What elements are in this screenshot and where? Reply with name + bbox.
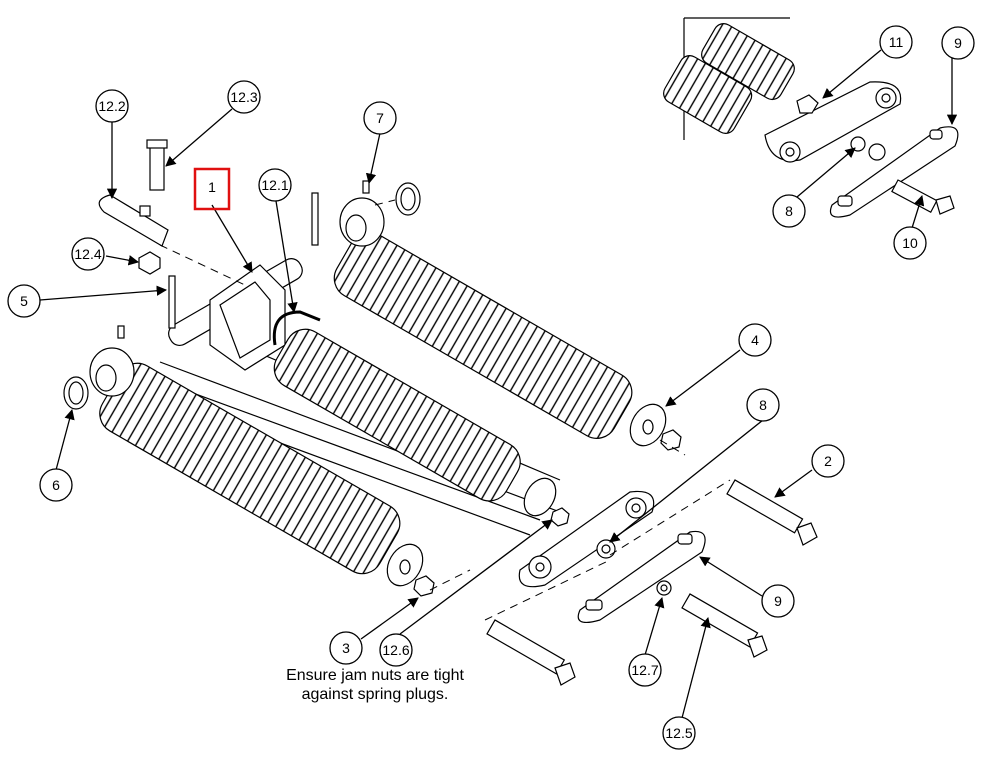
highlight-box	[193, 167, 231, 211]
callout-5: 5	[7, 284, 41, 318]
callout-12-6: 12.6	[379, 633, 413, 667]
callout-label: 6	[52, 477, 60, 493]
callout-circle	[628, 653, 662, 687]
callout-label: 12.4	[74, 246, 101, 262]
callout-group: 1 12.2 12.3 12.1 7 12.4 5 6 4 8 2 9 3 12.6 12.7 12.5 11 9…	[7, 25, 975, 750]
callout-10-inset: 10	[893, 226, 927, 260]
callout-circle	[71, 237, 105, 271]
callout-circle	[879, 25, 913, 59]
callout-12-5: 12.5	[662, 716, 696, 750]
callout-4: 4	[738, 323, 772, 357]
callout-7: 7	[363, 101, 397, 135]
callout-12-4: 12.4	[71, 237, 105, 271]
callout-circle	[811, 444, 845, 478]
callout-circle	[363, 101, 397, 135]
callout-label: 10	[902, 235, 918, 251]
callout-2: 2	[811, 444, 845, 478]
callout-label: 12.3	[230, 89, 257, 105]
callout-label: 5	[20, 293, 28, 309]
callout-circle	[39, 468, 73, 502]
callout-circle	[329, 631, 363, 665]
callout-9-inset: 9	[941, 26, 975, 60]
callout-12-2: 12.2	[95, 89, 129, 123]
callout-circle	[893, 226, 927, 260]
callout-circle	[95, 89, 129, 123]
callout-label: 3	[342, 640, 350, 656]
inset-detail	[663, 17, 959, 218]
callout-label: 12.6	[382, 642, 409, 658]
callout-label: 2	[824, 453, 832, 469]
callout-3: 3	[329, 631, 363, 665]
callout-circle	[746, 388, 780, 422]
callout-label: 12.2	[98, 98, 125, 114]
callout-12-3: 12.3	[227, 80, 261, 114]
note-line-1: Ensure jam nuts are tight	[286, 667, 464, 684]
callout-9: 9	[761, 584, 795, 618]
callout-label: 4	[751, 332, 759, 348]
callout-12-7: 12.7	[628, 653, 662, 687]
callout-8-inset: 8	[772, 194, 806, 228]
callout-11-inset: 11	[879, 25, 913, 59]
callout-label: 9	[774, 593, 782, 609]
leader-lines	[39, 49, 958, 719]
callout-circle	[772, 194, 806, 228]
explode-lines	[159, 199, 731, 621]
callout-label: 12.5	[665, 725, 692, 741]
callout-label: 11	[889, 34, 904, 50]
callout-1: 1	[208, 179, 216, 195]
note-line-2: against spring plugs.	[301, 686, 449, 703]
callout-circle	[738, 323, 772, 357]
callout-circle	[379, 633, 413, 667]
callout-label: 8	[785, 203, 793, 219]
callout-label: 12.7	[631, 662, 658, 678]
callout-circle	[258, 168, 292, 202]
callout-circle	[761, 584, 795, 618]
jam-nut-note: Ensure jam nuts are tight against spring…	[240, 666, 510, 704]
callout-8: 8	[746, 388, 780, 422]
callout-circle	[227, 80, 261, 114]
callout-label: 1	[208, 179, 216, 195]
main-assembly	[63, 139, 818, 686]
callout-circle	[941, 26, 975, 60]
callout-circle	[7, 284, 41, 318]
callout-6: 6	[39, 468, 73, 502]
callout-label: 7	[376, 110, 384, 126]
callout-circle	[662, 716, 696, 750]
callout-label: 12.1	[261, 177, 288, 193]
callout-12-1: 12.1	[258, 168, 292, 202]
callout-label: 8	[759, 397, 767, 413]
callout-label: 9	[954, 35, 962, 51]
